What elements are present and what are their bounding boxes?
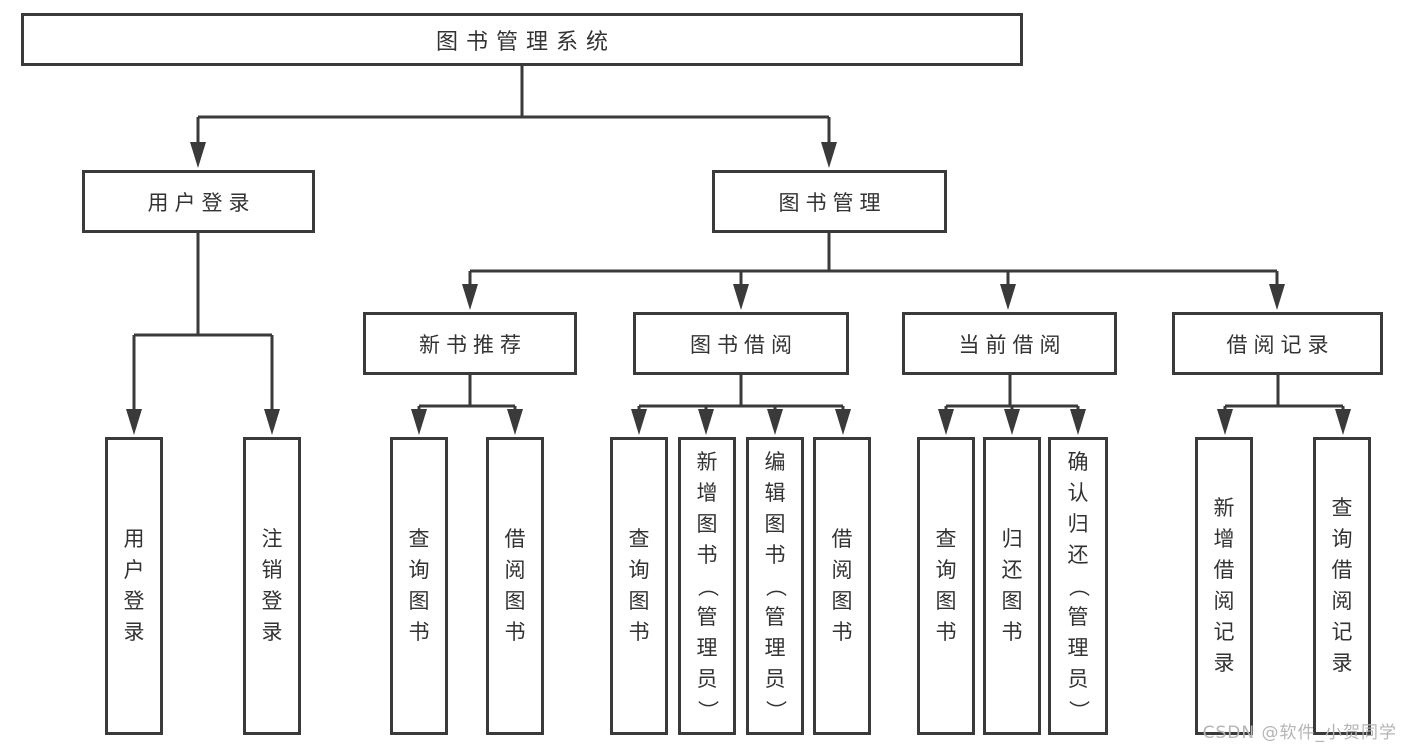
node-label: 查询图书: [628, 527, 650, 644]
node-label: 新增借阅记录: [1213, 496, 1235, 675]
csdn-watermark: CSDN @软件_小贺同学: [1202, 723, 1397, 743]
node-user-login: 用户登录: [82, 170, 315, 233]
node-library-management-system: 图书管理系统: [21, 13, 1023, 66]
node-label: 用户登录: [123, 527, 145, 644]
node-label: 注销登录: [261, 527, 283, 644]
node-query-books-borrowing: 查询图书: [610, 437, 668, 735]
node-borrow-books-borrowing: 借阅图书: [813, 437, 871, 735]
node-book-management: 图书管理: [712, 170, 947, 233]
node-current-borrowing: 当前借阅: [902, 312, 1117, 375]
node-label: 图书管理: [778, 190, 887, 215]
node-confirm-return-admin: 确认归还（管理员）: [1048, 437, 1108, 735]
node-add-borrow-record: 新增借阅记录: [1195, 437, 1253, 735]
node-label: 编辑图书（管理员）: [763, 449, 788, 721]
node-query-borrow-record: 查询借阅记录: [1313, 437, 1371, 735]
node-label: 新增图书（管理员）: [695, 449, 720, 721]
node-user-login-action: 用户登录: [105, 437, 163, 735]
node-label: 借阅图书: [831, 527, 853, 644]
node-label: 图书借阅: [690, 332, 798, 357]
node-label: 查询图书: [408, 527, 430, 644]
node-new-book-recommendation: 新书推荐: [363, 312, 577, 375]
node-book-borrowing: 图书借阅: [633, 312, 849, 375]
node-return-books: 归还图书: [983, 437, 1041, 735]
node-label: 当前借阅: [958, 332, 1067, 357]
node-label: 新书推荐: [419, 332, 527, 357]
node-label: 借阅图书: [504, 527, 526, 644]
node-logout-action: 注销登录: [243, 437, 301, 735]
node-query-books-recommend: 查询图书: [390, 437, 448, 735]
node-label: 查询借阅记录: [1331, 496, 1353, 675]
node-label: 图书管理系统: [435, 29, 616, 55]
node-add-books-admin: 新增图书（管理员）: [678, 437, 736, 735]
node-edit-books-admin: 编辑图书（管理员）: [746, 437, 804, 735]
node-borrowing-records: 借阅记录: [1172, 312, 1383, 375]
node-label: 确认归还（管理员）: [1066, 449, 1091, 721]
node-label: 用户登录: [147, 190, 256, 215]
node-label: 归还图书: [1001, 527, 1023, 644]
node-label: 查询图书: [935, 527, 957, 644]
node-query-books-current: 查询图书: [917, 437, 975, 735]
node-label: 借阅记录: [1226, 332, 1335, 357]
node-borrow-books-recommend: 借阅图书: [486, 437, 544, 735]
